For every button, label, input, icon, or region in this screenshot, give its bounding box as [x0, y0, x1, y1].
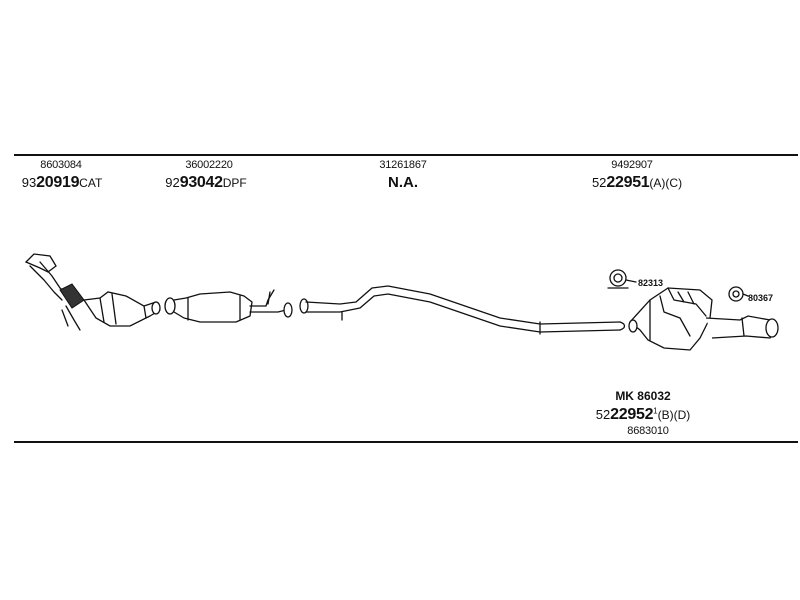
dpf-drawing	[164, 289, 293, 323]
clamp-drawing	[607, 269, 637, 289]
rear-muffler-ref: 8683010	[627, 425, 669, 437]
top-divider	[14, 154, 798, 156]
part-code-na: N.A.	[388, 174, 418, 191]
code-main: 20919	[36, 174, 80, 191]
part-code-cat: 9320919CAT	[22, 174, 103, 192]
hanger-drawing	[728, 286, 749, 302]
code-prefix: 52	[591, 175, 607, 190]
code-sup: 1	[653, 406, 658, 416]
part-ref-muffler: 9492907	[611, 159, 653, 171]
code-prefix: 92	[165, 175, 180, 190]
code-suffix: CAT	[79, 176, 103, 190]
code-suffix: DPF	[222, 176, 247, 190]
code-suffix: (B)(D)	[657, 408, 691, 422]
part-code-muffler: 5222951(A)(C)	[592, 174, 682, 192]
code-prefix: 52	[595, 407, 611, 422]
kit-label: MK 86032	[615, 389, 671, 403]
middle-pipe-drawing	[299, 285, 626, 335]
rear-muffler-drawing	[628, 287, 779, 351]
code-main: 22951	[606, 174, 650, 191]
part-code-dpf: 9293042DPF	[165, 174, 246, 192]
part-ref-dpf: 36002220	[185, 159, 233, 171]
code-suffix: (A)(C)	[649, 176, 683, 190]
code-prefix: 93	[21, 175, 37, 190]
bottom-divider	[14, 441, 798, 443]
code-main: 22952	[610, 406, 654, 423]
rear-muffler-code: 52229521(B)(D)	[596, 406, 691, 424]
clamp-callout: 82313	[638, 278, 664, 288]
code-main: 93042	[179, 174, 223, 191]
hanger-callout: 80367	[748, 293, 774, 303]
catalytic-converter-drawing	[24, 253, 161, 331]
part-ref-pipe: 31261867	[379, 159, 427, 171]
part-ref-cat: 8603084	[40, 159, 82, 171]
